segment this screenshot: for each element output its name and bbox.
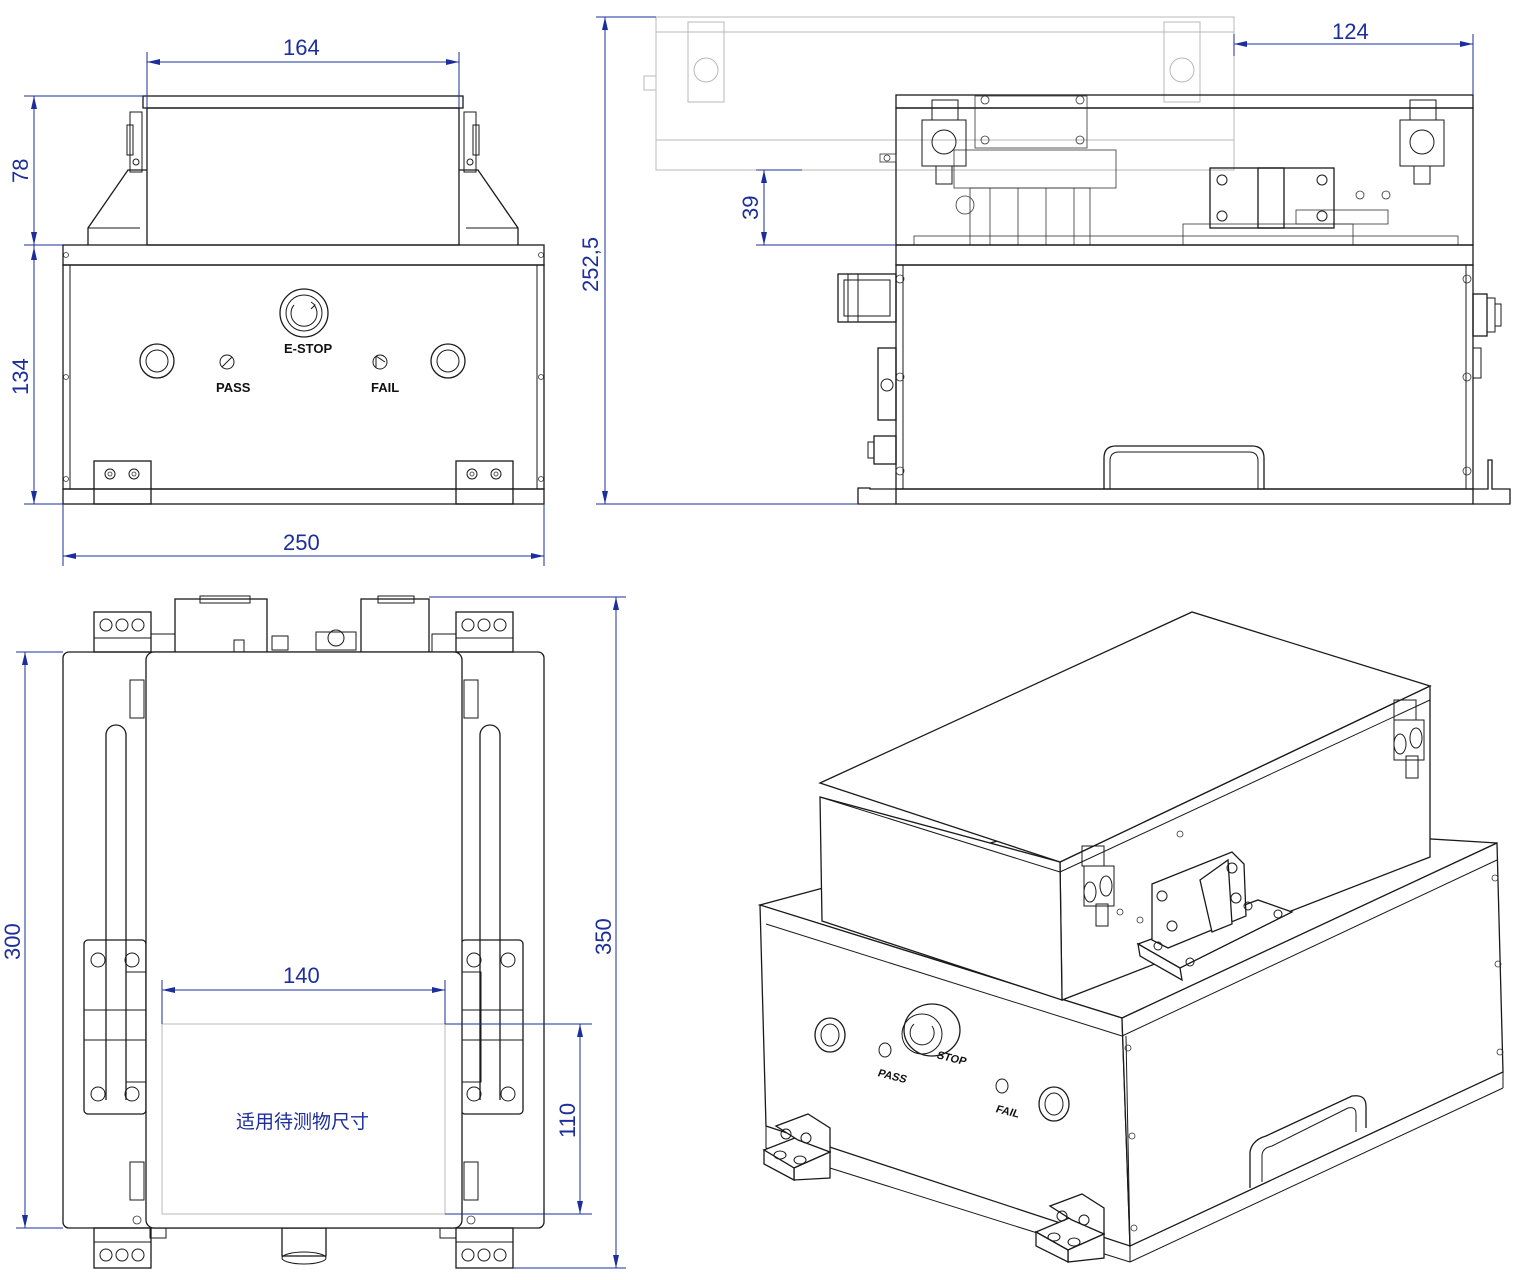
side-estop-knob [1472, 293, 1502, 379]
clamp-block [1209, 167, 1391, 229]
front-pass-label: PASS [216, 380, 251, 395]
dim-350-text: 350 [591, 918, 616, 955]
front-foot-right [455, 460, 514, 505]
front-view: E-STOP PASS FAIL 164 78 134 [8, 35, 545, 566]
dim-140-text: 140 [283, 963, 320, 988]
iso-pass-indicator-icon [878, 1042, 892, 1058]
start-button-left-icon [139, 343, 175, 379]
iso-fail-indicator-icon [995, 1078, 1009, 1094]
dim-110: 110 [555, 1024, 583, 1214]
iso-foot-right [1034, 1193, 1106, 1264]
top-view: 适用待测物尺寸 140 110 300 [0, 595, 626, 1269]
iso-clamp-bracket [1136, 851, 1294, 982]
top-slots [105, 724, 501, 1100]
rear-connectors [174, 595, 430, 654]
dut-caption: 适用待测物尺寸 [236, 1111, 369, 1133]
top-foot-tr [431, 611, 514, 653]
top-bottom-knob [149, 1227, 457, 1265]
dim-78-text: 78 [8, 159, 33, 183]
iso-foot-left [762, 1113, 832, 1182]
iso-latch-right-icon [1393, 699, 1425, 779]
dim-39-text: 39 [738, 196, 763, 220]
dim-300-text: 300 [0, 923, 25, 960]
front-fail-label: FAIL [371, 380, 399, 395]
dim-164-text: 164 [283, 35, 320, 60]
iso-handle [1249, 1095, 1367, 1188]
top-foot-tl [93, 611, 176, 653]
dim-164: 164 [146, 35, 460, 108]
side-connector-block [837, 273, 897, 465]
iso-view: STOP PASS FAIL [757, 611, 1504, 1264]
front-estop-label: E-STOP [284, 341, 332, 356]
estop-button-icon [279, 288, 329, 338]
side-handle [1103, 445, 1265, 489]
dim-134: 134 [8, 245, 63, 505]
iso-fail-label: FAIL [994, 1104, 1022, 1121]
iso-start-right-icon [1038, 1086, 1070, 1122]
dim-252-5-text: 252,5 [578, 237, 603, 292]
dim-250-text: 250 [283, 530, 320, 555]
dim-124-text: 124 [1332, 19, 1369, 44]
dim-140: 140 [161, 963, 446, 1024]
top-clamp-right [460, 939, 524, 1115]
top-foot-br [455, 1227, 514, 1269]
side-latch-left-icon [921, 99, 967, 185]
ghost-open-lid [643, 16, 1235, 171]
iso-latch-front-icon [1081, 845, 1115, 927]
dim-350: 350 [429, 596, 626, 1269]
dim-110-text: 110 [555, 1103, 580, 1138]
pass-indicator-icon [219, 354, 235, 370]
dim-300: 300 [0, 651, 63, 1229]
dim-134-text: 134 [8, 358, 33, 395]
fail-indicator-icon [372, 354, 388, 370]
latch-right-icon [463, 111, 480, 173]
top-latch-icons [129, 679, 479, 1225]
dim-124: 124 [1233, 19, 1474, 95]
top-foot-bl [93, 1227, 152, 1269]
dim-252-5: 252,5 [578, 16, 858, 505]
iso-estop-icon [901, 1003, 961, 1057]
top-clamp-left [83, 939, 147, 1115]
start-button-right-icon [430, 343, 466, 379]
dim-39: 39 [738, 169, 896, 246]
side-view: 252,5 124 39 [578, 16, 1511, 505]
dim-78: 78 [8, 95, 143, 246]
front-foot-left [93, 460, 152, 505]
latch-left-icon [126, 111, 143, 173]
dim-250: 250 [62, 504, 545, 566]
side-latch-right-icon [1399, 99, 1445, 185]
iso-start-left-icon [814, 1017, 846, 1053]
dut-area [161, 1023, 446, 1215]
